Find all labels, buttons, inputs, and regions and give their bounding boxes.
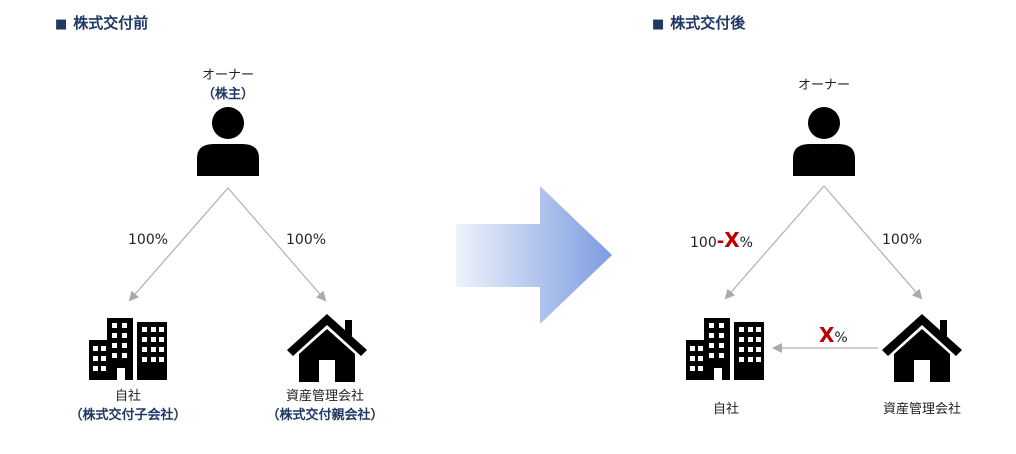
company-label-before: 自社 （株式交付子会社）: [58, 387, 198, 425]
asset-label-after: 資産管理会社: [862, 400, 982, 419]
asset-sub-label: （株式交付親会社）: [266, 408, 384, 423]
pct-left-after-dash: -: [716, 231, 725, 252]
pct-cross-after: X%: [819, 323, 848, 347]
person-icon: [197, 107, 259, 176]
office-building-icon: [89, 318, 167, 380]
company-sub-label: （株式交付子会社）: [69, 408, 187, 423]
company-label-text: 自社: [712, 402, 739, 417]
person-icon: [793, 107, 855, 176]
pct-left-after-unit: %: [739, 235, 753, 251]
pct-left-after-prefix: 100: [690, 235, 717, 251]
asset-label-before: 資産管理会社 （株式交付親会社）: [255, 387, 395, 425]
pct-right-after: 100%: [882, 232, 923, 248]
pct-cross-unit: %: [834, 330, 848, 346]
owner-label-after: オーナー: [774, 76, 874, 95]
heading-square-icon: ■: [652, 17, 665, 32]
heading-after: ■ 株式交付後: [652, 12, 745, 33]
pct-cross-x: X: [819, 323, 835, 347]
office-building-icon: [686, 318, 764, 380]
owner-label-before: オーナー （株主）: [178, 66, 278, 104]
house-icon: [882, 314, 962, 382]
heading-before: ■ 株式交付前: [55, 12, 148, 33]
asset-label-text: 資産管理会社: [285, 389, 364, 404]
company-label-text: 自社: [114, 389, 141, 404]
company-label-after: 自社: [676, 400, 776, 419]
pct-left-after-x: X: [724, 228, 740, 252]
heading-after-text: 株式交付後: [670, 14, 746, 32]
asset-label-text: 資産管理会社: [882, 402, 961, 417]
pct-right-before: 100%: [286, 232, 327, 248]
line-owner-to-asset-before: [227, 187, 327, 302]
line-owner-to-company-after: [724, 185, 825, 300]
heading-before-text: 株式交付前: [73, 14, 149, 32]
transition-arrow-icon: [456, 186, 612, 324]
pct-left-after: 100-X%: [690, 228, 753, 252]
line-owner-to-asset-after: [823, 185, 923, 300]
heading-square-icon: ■: [55, 17, 68, 32]
owner-label-text: オーナー: [201, 68, 254, 83]
pct-left-before: 100%: [128, 232, 169, 248]
owner-label-text: オーナー: [797, 78, 850, 93]
line-owner-to-company-before: [128, 187, 229, 302]
house-icon: [287, 314, 367, 382]
owner-sub-label: （株主）: [201, 87, 254, 102]
